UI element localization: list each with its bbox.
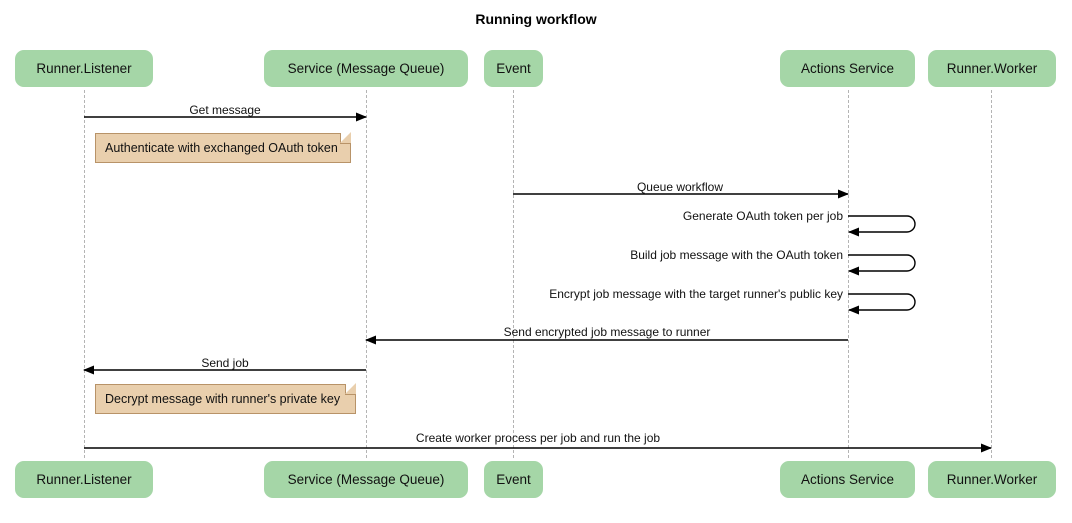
participant-label: Event <box>496 61 531 76</box>
message-label-build-job-message: Build job message with the OAuth token <box>630 248 843 262</box>
arrow-build-job-message <box>848 254 916 276</box>
participant-runner-listener-top[interactable]: Runner.Listener <box>15 50 153 87</box>
message-label-send-job: Send job <box>201 356 249 370</box>
arrow-generate-oauth-token <box>848 215 916 237</box>
message-label-send-encrypted-job-message: Send encrypted job message to runner <box>503 325 711 339</box>
participant-actions-service-top[interactable]: Actions Service <box>780 50 915 87</box>
lifeline-event <box>513 90 514 458</box>
note-decrypt: Decrypt message with runner's private ke… <box>95 383 356 414</box>
page-title: Running workflow <box>475 11 597 27</box>
participant-label: Runner.Listener <box>36 472 132 487</box>
note-fold-corner-icon <box>345 383 356 395</box>
participant-label: Service (Message Queue) <box>287 472 445 487</box>
message-label-queue-workflow: Queue workflow <box>636 180 724 194</box>
participant-runner-listener-bottom[interactable]: Runner.Listener <box>15 461 153 498</box>
arrow-encrypt-job-message <box>848 293 916 315</box>
message-label-encrypt-job-message: Encrypt job message with the target runn… <box>549 287 843 301</box>
participant-label: Runner.Worker <box>946 472 1038 487</box>
participant-event-top[interactable]: Event <box>484 50 543 87</box>
message-label-get-message: Get message <box>189 103 261 117</box>
participant-event-bottom[interactable]: Event <box>484 461 543 498</box>
participant-label: Actions Service <box>800 61 895 76</box>
participant-service-message-queue-top[interactable]: Service (Message Queue) <box>264 50 468 87</box>
lifeline-runner-worker <box>991 90 992 458</box>
note-text: Decrypt message with runner's private ke… <box>105 392 341 406</box>
participant-runner-worker-top[interactable]: Runner.Worker <box>928 50 1056 87</box>
participant-label: Event <box>496 472 531 487</box>
lifeline-runner-listener <box>84 90 85 458</box>
participant-label: Runner.Worker <box>946 61 1038 76</box>
message-label-create-worker-process: Create worker process per job and run th… <box>415 431 661 445</box>
note-fold-corner-icon <box>340 132 351 144</box>
participant-runner-worker-bottom[interactable]: Runner.Worker <box>928 461 1056 498</box>
participant-label: Service (Message Queue) <box>287 61 445 76</box>
lifeline-actions-service <box>848 90 849 458</box>
participant-service-message-queue-bottom[interactable]: Service (Message Queue) <box>264 461 468 498</box>
note-authenticate: Authenticate with exchanged OAuth token <box>95 132 351 163</box>
note-text: Authenticate with exchanged OAuth token <box>105 141 338 155</box>
participant-label: Runner.Listener <box>36 61 132 76</box>
participant-actions-service-bottom[interactable]: Actions Service <box>780 461 915 498</box>
participant-label: Actions Service <box>800 472 895 487</box>
lifeline-service-message-queue <box>366 90 367 458</box>
message-label-generate-oauth-token: Generate OAuth token per job <box>682 209 843 223</box>
